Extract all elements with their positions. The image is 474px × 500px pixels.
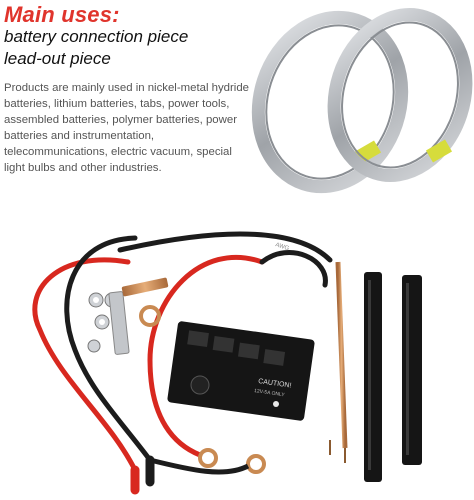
control-board: CAUTION! 12V-5A ONLY (167, 321, 315, 421)
tape-icon (425, 139, 453, 163)
wire-print-label: AWG (274, 242, 290, 252)
copper-pen (327, 260, 348, 463)
subtitle-lead-out: lead-out piece (4, 49, 111, 68)
board-caution-text: CAUTION! (258, 378, 292, 390)
ring-terminal (149, 448, 266, 475)
heat-shrink-tube (364, 272, 422, 482)
red-wire (32, 254, 265, 495)
hardware-parts (87, 277, 169, 355)
nickel-strip-roll-right (327, 8, 473, 182)
board-rating-text: 12V-5A ONLY (254, 388, 286, 398)
uses-description: Products are mainly used in nickel-metal… (4, 82, 250, 174)
black-wire (64, 231, 333, 487)
main-uses-heading: Main uses: (4, 2, 120, 27)
subtitle-battery-connection: battery connection piece (4, 27, 189, 46)
